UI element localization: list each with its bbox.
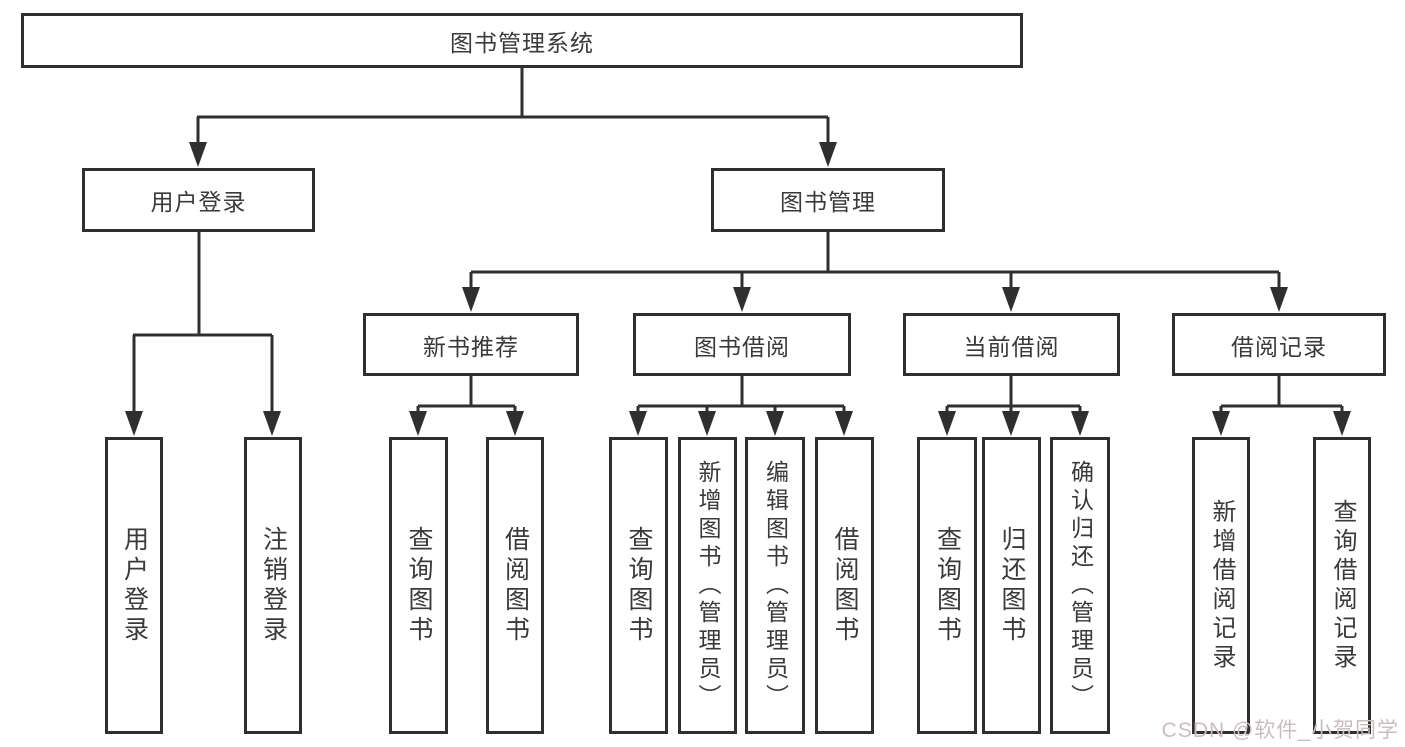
leaf-label: 查询借阅记录 bbox=[1329, 498, 1356, 673]
leaf-add-borrow-record: 新增借阅记录 bbox=[1192, 437, 1250, 734]
leaf-label: 新增借阅记录 bbox=[1208, 498, 1235, 673]
node-label: 新书推荐 bbox=[423, 333, 519, 360]
node-label: 图书管理 bbox=[780, 189, 876, 215]
node-book-borrowing: 图书借阅 bbox=[633, 313, 851, 376]
leaf-label: 确认归还（管理员） bbox=[1067, 459, 1094, 712]
leaf-query-borrow-record: 查询借阅记录 bbox=[1313, 437, 1371, 734]
leaf-label: 查询图书 bbox=[933, 525, 962, 646]
leaf-query-books-current: 查询图书 bbox=[917, 437, 977, 734]
leaf-return-books: 归还图书 bbox=[982, 437, 1041, 734]
node-user-login: 用户登录 bbox=[82, 168, 315, 232]
node-book-management-system: 图书管理系统 bbox=[21, 13, 1023, 68]
leaf-label: 新增图书（管理员） bbox=[695, 459, 721, 712]
leaf-borrow-books-recommend: 借阅图书 bbox=[486, 437, 544, 734]
node-current-borrowing: 当前借阅 bbox=[903, 313, 1120, 376]
node-label: 用户登录 bbox=[150, 189, 247, 215]
node-label: 借阅记录 bbox=[1231, 333, 1327, 360]
leaf-label: 查询图书 bbox=[625, 525, 653, 646]
leaf-confirm-return-admin: 确认归还（管理员） bbox=[1050, 437, 1110, 734]
leaf-label: 借阅图书 bbox=[831, 525, 859, 646]
leaf-label: 借阅图书 bbox=[501, 525, 530, 646]
node-book-management: 图书管理 bbox=[711, 168, 945, 232]
leaf-query-books-recommend: 查询图书 bbox=[389, 437, 448, 734]
leaf-label: 编辑图书（管理员） bbox=[762, 459, 789, 712]
leaf-borrow-books: 借阅图书 bbox=[815, 437, 874, 734]
leaf-query-books-borrow: 查询图书 bbox=[609, 437, 668, 734]
csdn-watermark: CSDN @软件_小贺同学 bbox=[1161, 719, 1399, 742]
node-label: 图书管理系统 bbox=[450, 29, 594, 56]
node-borrowing-records: 借阅记录 bbox=[1172, 313, 1386, 376]
leaf-logout: 注销登录 bbox=[244, 437, 302, 734]
node-new-book-recommendation: 新书推荐 bbox=[363, 313, 579, 376]
leaf-label: 注销登录 bbox=[259, 525, 288, 646]
node-label: 图书借阅 bbox=[694, 333, 790, 360]
leaf-label: 归还图书 bbox=[998, 525, 1026, 646]
leaf-add-books-admin: 新增图书（管理员） bbox=[678, 437, 737, 734]
leaf-label: 查询图书 bbox=[405, 525, 433, 646]
node-label: 当前借阅 bbox=[963, 333, 1060, 360]
leaf-user-login: 用户登录 bbox=[105, 437, 163, 734]
leaf-edit-books-admin: 编辑图书（管理员） bbox=[745, 437, 805, 734]
leaf-label: 用户登录 bbox=[120, 525, 149, 646]
